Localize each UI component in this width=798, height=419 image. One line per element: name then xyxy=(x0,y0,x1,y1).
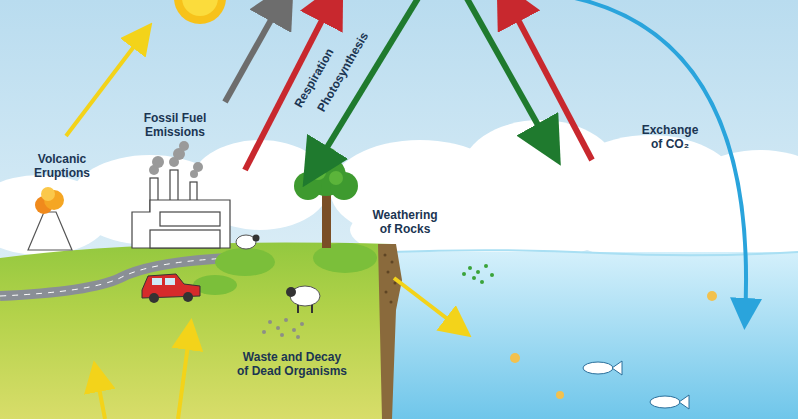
callout-label: Fossil Fuel Emissions xyxy=(130,111,220,139)
callout-label: Waste and Decay of Dead Organisms xyxy=(236,350,348,378)
callout-label: Exchange of CO₂ xyxy=(638,123,702,151)
callout-label: Weathering of Rocks xyxy=(369,208,441,236)
callout-label: Volcanic Eruptions xyxy=(26,152,98,180)
